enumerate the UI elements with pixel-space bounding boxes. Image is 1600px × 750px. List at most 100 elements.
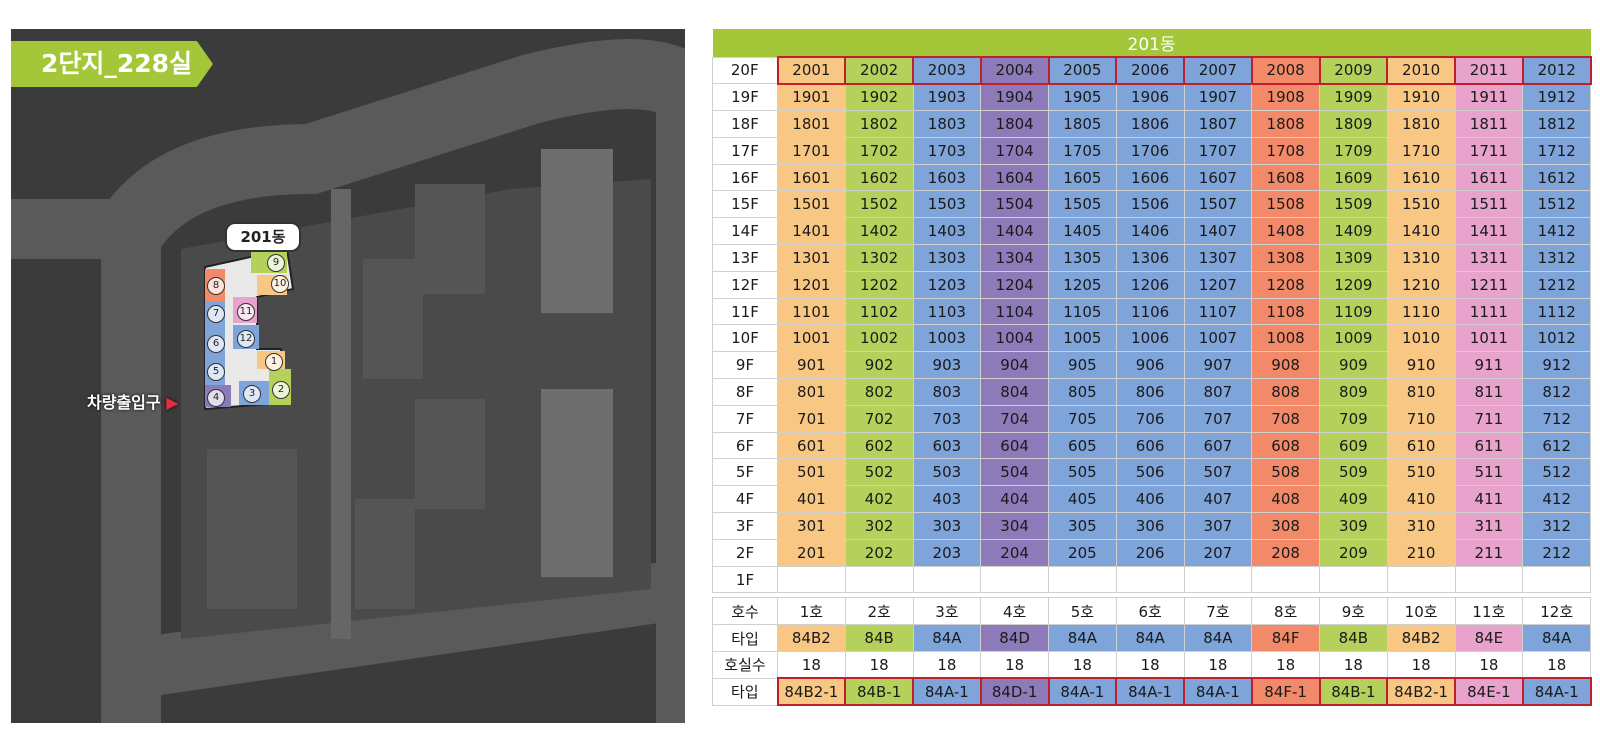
unit-cell: 1101	[777, 297, 846, 326]
unit-cell: 1808	[1251, 110, 1320, 138]
unit-cell: 1407	[1183, 217, 1253, 246]
unit-cell	[1386, 565, 1456, 594]
unit-cell: 712	[1522, 404, 1592, 433]
type-cell: 84D	[980, 624, 1049, 653]
unit-cell: 504	[980, 458, 1049, 487]
ho-cell: 9호	[1319, 597, 1388, 626]
unit-cell: 904	[980, 351, 1049, 380]
ho-cell: 8호	[1251, 597, 1320, 626]
unit-cell: 304	[980, 512, 1049, 540]
unit-cell: 607	[1183, 431, 1253, 460]
unit-cell: 512	[1522, 458, 1592, 487]
unit-cell: 610	[1386, 431, 1456, 460]
unit-cell: 511	[1454, 458, 1524, 487]
ho-cell: 5호	[1048, 597, 1117, 626]
unit-cell: 1005	[1048, 324, 1117, 353]
unit-badge-6: 6	[207, 335, 225, 353]
unit-cell: 2008	[1250, 56, 1321, 85]
row-label: 19F	[712, 83, 778, 112]
unit-cell: 209	[1319, 538, 1388, 567]
count-cell: 18	[844, 651, 914, 679]
unit-cell: 509	[1319, 458, 1388, 487]
unit-cell: 2009	[1318, 56, 1389, 85]
row-label: 14F	[712, 217, 778, 246]
unit-cell: 1702	[844, 136, 914, 165]
unit-cell: 210	[1386, 538, 1456, 567]
unit-cell: 1609	[1319, 163, 1388, 192]
unit-cell: 204	[980, 538, 1049, 567]
unit-cell: 703	[912, 404, 982, 433]
count-cell: 18	[1522, 651, 1592, 679]
row-label: 타입	[712, 624, 778, 653]
unit-cell: 1009	[1319, 324, 1388, 353]
row-label: 8F	[712, 378, 778, 406]
unit-cell: 1303	[912, 244, 982, 272]
unit-cell: 1209	[1319, 270, 1388, 299]
unit-cell	[1454, 565, 1524, 594]
unit-cell: 1807	[1183, 110, 1253, 138]
unit-cell: 1806	[1115, 110, 1185, 138]
unit-cell: 404	[980, 485, 1049, 514]
unit-badge-11: 11	[237, 303, 255, 321]
count-cell: 18	[1183, 651, 1253, 679]
unit-cell: 706	[1115, 404, 1185, 433]
unit-cell: 805	[1048, 378, 1117, 406]
unit-cell: 1812	[1522, 110, 1592, 138]
subtype-cell: 84E-1	[1454, 677, 1524, 707]
unit-cell	[777, 565, 846, 594]
count-cell: 18	[1454, 651, 1524, 679]
unit-cell: 2011	[1454, 56, 1524, 85]
count-cell: 18	[1115, 651, 1185, 679]
unit-cell: 1004	[980, 324, 1049, 353]
unit-cell: 508	[1251, 458, 1320, 487]
unit-cell: 1411	[1454, 217, 1524, 246]
table-header-row: 201동	[712, 29, 1591, 57]
unit-cell: 812	[1522, 378, 1592, 406]
count-cell: 18	[1251, 651, 1320, 679]
unit-cell: 2003	[912, 56, 982, 85]
unit-cell: 1202	[844, 270, 914, 299]
complex-label: 2단지_228실	[11, 41, 213, 87]
unit-cell: 1901	[777, 83, 846, 112]
unit-cell: 705	[1048, 404, 1117, 433]
unit-cell: 410	[1386, 485, 1456, 514]
unit-cell: 601	[777, 431, 846, 460]
unit-cell: 2012	[1521, 56, 1592, 85]
unit-cell	[1522, 565, 1592, 594]
unit-cell: 312	[1522, 512, 1592, 540]
unit-cell: 912	[1522, 351, 1592, 380]
count-cell: 18	[912, 651, 982, 679]
unit-cell: 405	[1048, 485, 1117, 514]
unit-cell: 1704	[980, 136, 1049, 165]
unit-cell: 411	[1454, 485, 1524, 514]
unit-cell: 806	[1115, 378, 1185, 406]
unit-cell: 2010	[1386, 56, 1456, 85]
count-cell: 18	[1386, 651, 1456, 679]
unit-cell: 1211	[1454, 270, 1524, 299]
unit-cell: 1811	[1454, 110, 1524, 138]
unit-badge-3: 3	[243, 385, 261, 403]
unit-cell: 1302	[844, 244, 914, 272]
aerial-map-graphic	[11, 29, 685, 723]
unit-cell: 707	[1183, 404, 1253, 433]
unit-badge-2: 2	[272, 381, 290, 399]
unit-cell: 1511	[1454, 190, 1524, 219]
unit-cell: 1907	[1183, 83, 1253, 112]
unit-cell: 1703	[912, 136, 982, 165]
count-cell: 18	[1048, 651, 1117, 679]
unit-cell: 1205	[1048, 270, 1117, 299]
unit-cell: 810	[1386, 378, 1456, 406]
unit-cell: 203	[912, 538, 982, 567]
row-label: 타입	[712, 677, 778, 706]
unit-cell: 1803	[912, 110, 982, 138]
unit-cell: 211	[1454, 538, 1524, 567]
unit-cell: 505	[1048, 458, 1117, 487]
ho-cell: 2호	[844, 597, 914, 626]
